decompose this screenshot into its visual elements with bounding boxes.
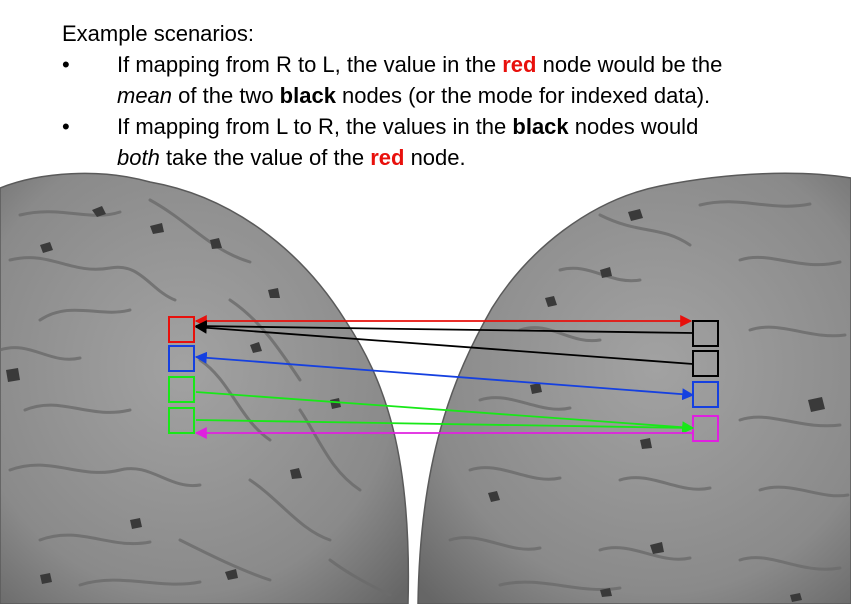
red-keyword: red	[502, 52, 537, 77]
bullet-line: mean of the two black nodes (or the mode…	[117, 83, 711, 108]
left-hemisphere	[0, 172, 410, 604]
bullet-line: If mapping from L to R, the values in th…	[117, 114, 699, 139]
bullet-line: If mapping from R to L, the value in the…	[117, 52, 723, 77]
bullet-line: both take the value of the red node.	[117, 145, 466, 170]
right-dark-patches	[488, 209, 825, 602]
scenario-text: Example scenarios: • If mapping from R t…	[62, 18, 842, 173]
left-blue-node	[168, 345, 195, 372]
bullet-l-to-r: • If mapping from L to R, the values in …	[62, 111, 842, 173]
left-red-node	[168, 316, 195, 343]
italic-keyword: both	[117, 145, 160, 170]
right-hemisphere	[417, 172, 851, 604]
bullet-marker: •	[62, 114, 70, 139]
blue-arrow	[194, 351, 695, 401]
bullet-r-to-l: • If mapping from R to L, the value in t…	[62, 49, 842, 111]
scenarios-heading: Example scenarios:	[62, 21, 254, 46]
green-arrow-lower	[195, 419, 695, 434]
bullet-marker: •	[62, 52, 70, 77]
left-green-node-upper	[168, 376, 195, 403]
italic-keyword: mean	[117, 83, 173, 108]
green-arrow-upper	[195, 391, 695, 434]
right-black-node-upper	[692, 320, 719, 347]
black-arrow-upper	[194, 320, 694, 334]
left-green-node-lower	[168, 407, 195, 434]
black-keyword: black	[279, 83, 336, 108]
red-keyword: red	[370, 145, 405, 170]
left-sulci	[0, 198, 392, 597]
black-keyword: black	[512, 114, 569, 139]
left-dark-patches	[6, 206, 341, 584]
